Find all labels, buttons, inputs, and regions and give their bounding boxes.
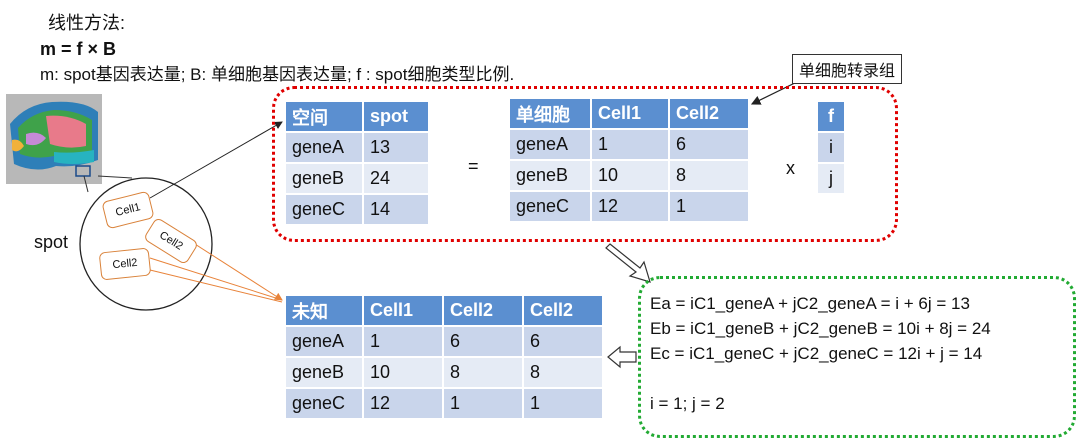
sc-cell: geneA (510, 130, 590, 159)
spot-label: spot (34, 232, 69, 252)
unk-cell: 1 (444, 389, 522, 418)
spatial-cell: 13 (364, 133, 428, 162)
arrow-orange-2 (149, 257, 283, 301)
cell1-label: Cell1 (114, 201, 142, 219)
sc-cell: 8 (670, 161, 748, 190)
unk-header-0: 未知 (286, 296, 362, 325)
sc-cell: 1 (670, 192, 748, 221)
zoom-line-left (83, 175, 89, 193)
unk-cell: 6 (444, 327, 522, 356)
unk-cell: geneB (286, 358, 362, 387)
unk-cell: geneC (286, 389, 362, 418)
f-header: f (818, 102, 844, 131)
f-vector-table: f i j (816, 100, 846, 195)
red-dotted-group (272, 86, 898, 242)
unk-header-2: Cell2 (444, 296, 522, 325)
times-sign: x (786, 158, 795, 178)
equation-eb: Eb = iC1_geneB + jC2_geneB = 10i + 8j = … (650, 319, 991, 338)
equation-ec: Ec = iC1_geneC + jC2_geneC = 12i + j = 1… (650, 344, 983, 363)
sc-header-1: Cell1 (592, 99, 668, 128)
single-cell-table: 单细胞 Cell1 Cell2 geneA 1 6 geneB 10 8 gen… (508, 97, 750, 223)
sc-cell: geneB (510, 161, 590, 190)
unk-cell: 6 (524, 327, 602, 356)
unk-cell: 1 (524, 389, 602, 418)
cell2b-shape: Cell2 (98, 247, 152, 281)
hollow-arrow-down (605, 243, 651, 283)
spatial-cell: geneA (286, 133, 362, 162)
spatial-cell: geneC (286, 195, 362, 224)
equals-sign: = (468, 156, 479, 176)
sc-header-0: 单细胞 (510, 99, 590, 128)
spot-circle (79, 177, 213, 311)
f-cell-j: j (818, 164, 844, 193)
unk-cell: geneA (286, 327, 362, 356)
sc-cell: 6 (670, 130, 748, 159)
green-dotted-box (638, 276, 1076, 438)
spatial-table: 空间 spot geneA 13 geneB 24 geneC 14 (284, 100, 430, 226)
cell2b-label: Cell2 (111, 256, 139, 272)
equation-ea: Ea = iC1_geneA + jC2_geneA = i + 6j = 13 (650, 294, 970, 313)
sc-cell: 12 (592, 192, 668, 221)
spatial-cell: geneB (286, 164, 362, 193)
spatial-header-1: spot (364, 102, 428, 131)
unknown-table: 未知 Cell1 Cell2 Cell2 geneA 1 6 6 geneB 1… (284, 294, 604, 420)
unk-header-3: Cell2 (524, 296, 602, 325)
cell2-label: Cell2 (157, 229, 185, 253)
unk-cell: 8 (524, 358, 602, 387)
unk-cell: 10 (364, 358, 442, 387)
zoom-line-right (97, 175, 133, 179)
tissue-image (6, 94, 102, 184)
hollow-arrow-left (607, 345, 637, 369)
single-cell-callout: 单细胞转录组 (792, 54, 903, 84)
sc-cell: 10 (592, 161, 668, 190)
sc-header-2: Cell2 (670, 99, 748, 128)
method-title: 线性方法: (48, 13, 126, 33)
spatial-cell: 14 (364, 195, 428, 224)
equation-solution: i = 1; j = 2 (650, 394, 725, 413)
formula: m = f × B (40, 39, 117, 59)
formula-legend: m: spot基因表达量; B: 单细胞基因表达量; f : spot细胞类型比… (40, 65, 515, 84)
f-cell-i: i (818, 133, 844, 162)
spatial-cell: 24 (364, 164, 428, 193)
arrow-to-spatial-table (149, 121, 283, 199)
unk-header-1: Cell1 (364, 296, 442, 325)
arrow-orange-3 (149, 269, 283, 303)
unk-cell: 8 (444, 358, 522, 387)
unk-cell: 12 (364, 389, 442, 418)
sc-cell: 1 (592, 130, 668, 159)
sc-cell: geneC (510, 192, 590, 221)
spatial-header-0: 空间 (286, 102, 362, 131)
unk-cell: 1 (364, 327, 442, 356)
